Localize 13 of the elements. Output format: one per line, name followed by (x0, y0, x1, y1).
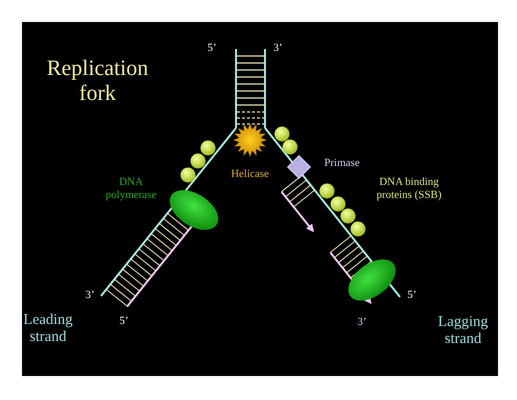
strand-end-label: 3’ (272, 42, 284, 55)
enzyme-label: Primase (323, 157, 361, 170)
strand-end-label: 5’ (118, 315, 130, 328)
diagram-title: Replication fork (46, 55, 150, 106)
enzyme-label: Helicase (230, 168, 270, 181)
strand-end-label: 3’ (84, 289, 96, 302)
strand-end-label: 3’ (356, 316, 368, 329)
protein-label: DNA binding proteins (SSB) (375, 176, 443, 202)
strand-label: Lagging strand (437, 314, 489, 348)
strand-label: Leading strand (22, 312, 74, 346)
strand-end-label: 5’ (206, 42, 218, 55)
strand-end-label: 5’ (406, 289, 418, 302)
enzyme-label: DNA polymerase (104, 176, 158, 202)
